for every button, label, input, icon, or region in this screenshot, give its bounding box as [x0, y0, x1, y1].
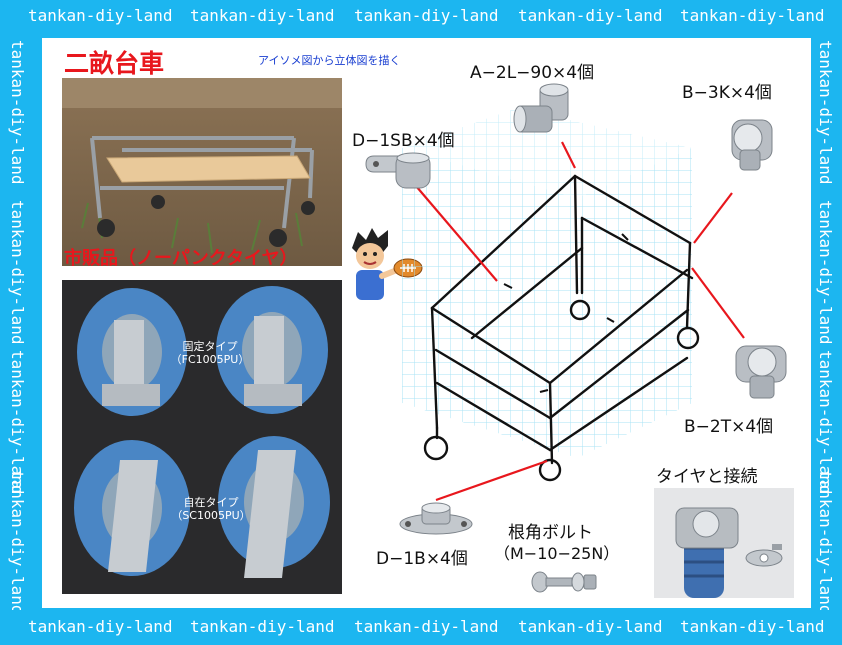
part-label-b3k: B−3K×4個 [682, 83, 772, 103]
isometric-diagram [402, 108, 745, 502]
swivel-type-model: （SC1005PU） [171, 509, 251, 522]
watermark-bottom-2: tankan-diy-land [190, 617, 335, 636]
page-title: 二畝台車 [64, 49, 165, 78]
watermark-left-1: tankan-diy-land [8, 40, 27, 185]
watermark-bottom-5: tankan-diy-land [680, 617, 825, 636]
watermark-right-1: tankan-diy-land [816, 40, 835, 185]
swivel-type-name: 自在タイプ [183, 496, 239, 509]
part-label-bolt-spec: （M−10−25N） [494, 544, 620, 563]
watermark-top-2: tankan-diy-land [190, 6, 335, 25]
watermark-right-2: tankan-diy-land [816, 200, 835, 345]
mascot-illustration [344, 226, 424, 308]
cart-photo [62, 78, 342, 266]
watermark-left-4: tankan-diy-land [8, 470, 27, 610]
grid-face-top [402, 108, 692, 198]
watermark-top-4: tankan-diy-land [518, 6, 663, 25]
part-image-b3k [718, 110, 782, 174]
diagram-wheels [423, 299, 700, 482]
part-label-d1sb: D−1SB×4個 [352, 131, 455, 151]
watermark-bottom-4: tankan-diy-land [518, 617, 663, 636]
part-label-b2t: B−2T×4個 [684, 417, 774, 437]
watermark-top-3: tankan-diy-land [354, 6, 499, 25]
swivel-type-label: 自在タイプ （SC1005PU） [156, 496, 266, 522]
part-image-d1b [398, 500, 474, 536]
part-image-a2l [512, 82, 576, 142]
part-label-d1b: D−1B×4個 [376, 549, 468, 569]
grid-face-right [577, 148, 692, 458]
part-label-tire-connect: タイヤと接続 [656, 467, 758, 487]
tire-connect-photo [654, 488, 794, 598]
part-label-a2l: A−2L−90×4個 [470, 63, 595, 83]
watermark-right-3: tankan-diy-land [816, 350, 835, 495]
fixed-type-name: 固定タイプ [182, 340, 238, 353]
content-panel: 二畝台車 アイソメ図から立体図を描く [42, 38, 811, 608]
watermark-bottom-3: tankan-diy-land [354, 617, 499, 636]
cart-frame [430, 174, 694, 465]
watermark-top-1: tankan-diy-land [28, 6, 173, 25]
watermark-right-4: tankan-diy-land [816, 470, 835, 610]
page-subtitle: アイソメ図から立体図を描く [258, 54, 401, 67]
part-image-d1sb [362, 150, 436, 194]
grid-face-left [402, 148, 577, 458]
part-label-bolt-title: 根角ボルト [508, 523, 593, 543]
leader-lines [415, 141, 745, 502]
market-heading: 市販品（ノーパンクタイヤ） [64, 248, 298, 269]
watermark-top-5: tankan-diy-land [680, 6, 825, 25]
part-image-bolt [530, 568, 600, 596]
watermark-bottom-1: tankan-diy-land [28, 617, 173, 636]
watermark-left-3: tankan-diy-land [8, 350, 27, 495]
part-image-b2t [730, 338, 794, 402]
fixed-type-label: 固定タイプ （FC1005PU） [160, 340, 260, 366]
fixed-type-model: （FC1005PU） [170, 353, 250, 366]
watermark-left-2: tankan-diy-land [8, 200, 27, 345]
tires-photo: 固定タイプ （FC1005PU） 自在タイプ （SC1005PU） [62, 280, 342, 594]
